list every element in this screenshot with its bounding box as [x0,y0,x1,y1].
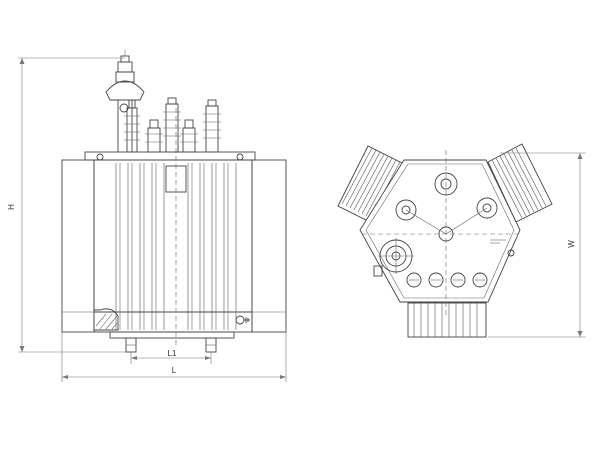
conservator-tower [105,50,145,152]
left-radiator-panel [61,159,95,333]
radiator-top-left [337,145,405,225]
lv-terminals [406,272,488,288]
base-frame [109,331,235,339]
front-fins [115,163,237,330]
radiator-bottom [407,302,487,338]
bushings [124,97,221,153]
top-bushings [395,172,498,242]
length-label: L [172,366,177,375]
right-radiator-panel [251,159,287,333]
width-label: W [567,240,576,248]
side-valve [373,265,383,277]
tank-cover [84,151,256,161]
height-label: H [7,204,16,210]
dimension-wheel-gauge [130,352,212,364]
top-conservator [378,238,414,274]
hatched-detail [93,308,119,331]
top-view: W [337,143,586,338]
dimension-length [61,332,287,382]
radiator-top-right [487,143,553,223]
dimension-width [488,152,586,338]
earthing-symbol [235,315,250,325]
wheel-gauge-label: L1 [168,349,177,358]
front-view: H L1 L [7,50,287,382]
dimension-height [18,57,126,353]
